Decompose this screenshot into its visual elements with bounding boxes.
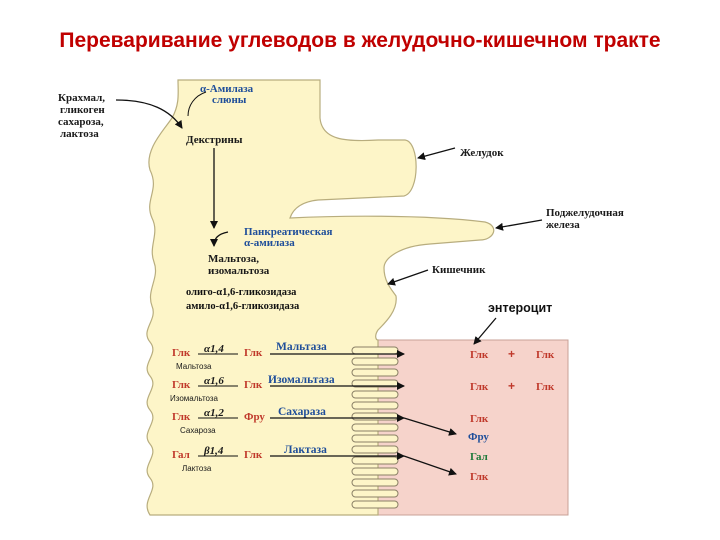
intestinal-villi	[351, 346, 399, 509]
amylo-glucosidase-label: амило-α1,6-гликозидаза	[186, 301, 300, 312]
pancreatic-amylase-label: Панкреатическая	[244, 226, 332, 238]
enterocyte-arrow	[473, 317, 497, 345]
page-title: Переваривание углеводов в желудочно-кише…	[59, 29, 661, 52]
sucrose-left: Глк	[172, 411, 191, 423]
isomaltose-product-2: Глк	[536, 381, 555, 393]
intestine-label: Кишечник	[432, 264, 486, 276]
lactose-product-2: Глк	[470, 471, 489, 483]
pancreatic-amylase-label-2: α-амилаза	[244, 237, 295, 249]
maltase-label: Мальтаза	[276, 341, 327, 353]
isomaltose-right: Глк	[244, 379, 263, 391]
isomaltose-product-1: Глк	[470, 381, 489, 393]
isomaltase-label: Изомальтаза	[268, 374, 335, 386]
lactose-right: Глк	[244, 449, 263, 461]
isomaltose-left: Глк	[172, 379, 191, 391]
sucrose-product-1: Глк	[470, 413, 489, 425]
row-isomaltose: Глк α1,6 Глк Изомальтоза Изомальтаза Глк…	[170, 374, 555, 403]
digestive-tract	[146, 79, 495, 516]
substrate-glycogen: гликоген	[60, 104, 105, 116]
enterocyte-area	[377, 339, 569, 516]
pancreatic-pointer	[210, 231, 229, 247]
lactase-label: Лактаза	[284, 444, 327, 456]
substrate-lactose: лактоза	[60, 128, 99, 140]
dextrins-label: Декстрины	[186, 134, 243, 146]
maltose-product-2: Глк	[536, 349, 555, 361]
stomach-arrow	[417, 147, 456, 161]
stomach-label: Желудок	[460, 147, 504, 159]
maltose-product-1: Глк	[470, 349, 489, 361]
lactose-bond: β1,4	[203, 445, 224, 457]
isomaltose-bond: α1,6	[204, 375, 224, 387]
isomaltose-plus: +	[508, 379, 515, 393]
row-sucrose: Глк α1,2 Фру Сахароза Сахараза Глк Фру	[172, 406, 489, 443]
salivary-amylase-pointer	[187, 91, 207, 117]
lactose-name: Лактоза	[182, 464, 212, 473]
salivary-amylase-label: α-Амилаза	[200, 83, 254, 95]
maltose-bond: α1,4	[204, 343, 224, 355]
maltose-right: Глк	[244, 347, 263, 359]
isomaltose-name: Изомальтоза	[170, 394, 219, 403]
isomaltose-label: изомальтоза	[208, 265, 270, 277]
sucrase-label: Сахараза	[278, 406, 326, 418]
row-lactose: Гал β1,4 Глк Лактоза Лактаза Гал Глк	[172, 444, 489, 483]
oligo-glucosidase-label: олиго-α1,6-гликозидаза	[186, 287, 297, 298]
maltose-left: Глк	[172, 347, 191, 359]
lactose-left: Гал	[172, 449, 190, 461]
maltose-name: Мальтоза	[176, 362, 212, 371]
maltose-label: Мальтоза,	[208, 253, 259, 265]
intestine-arrow	[387, 269, 429, 286]
pancreas-label-2: железа	[546, 219, 580, 231]
sucrose-product-2: Фру	[468, 431, 489, 443]
lactose-product-1: Гал	[470, 451, 488, 463]
pancreas-arrow	[495, 219, 543, 231]
sucrose-bond: α1,2	[204, 407, 224, 419]
maltose-plus: +	[508, 347, 515, 361]
salivary-amylase-label-2: слюны	[212, 94, 247, 106]
substrate-sucrose: сахароза,	[58, 116, 104, 128]
row-maltose: Глк α1,4 Глк Мальтоза Мальтаза Глк + Глк	[172, 341, 555, 371]
sucrose-name: Сахароза	[180, 426, 216, 435]
substrate-starch: Крахмал,	[58, 92, 105, 104]
sucrose-right: Фру	[244, 411, 265, 423]
substrate-arrow	[115, 99, 183, 129]
pancreas-label: Поджелудочная	[546, 207, 624, 219]
enterocyte-label: энтероцит	[488, 301, 552, 315]
